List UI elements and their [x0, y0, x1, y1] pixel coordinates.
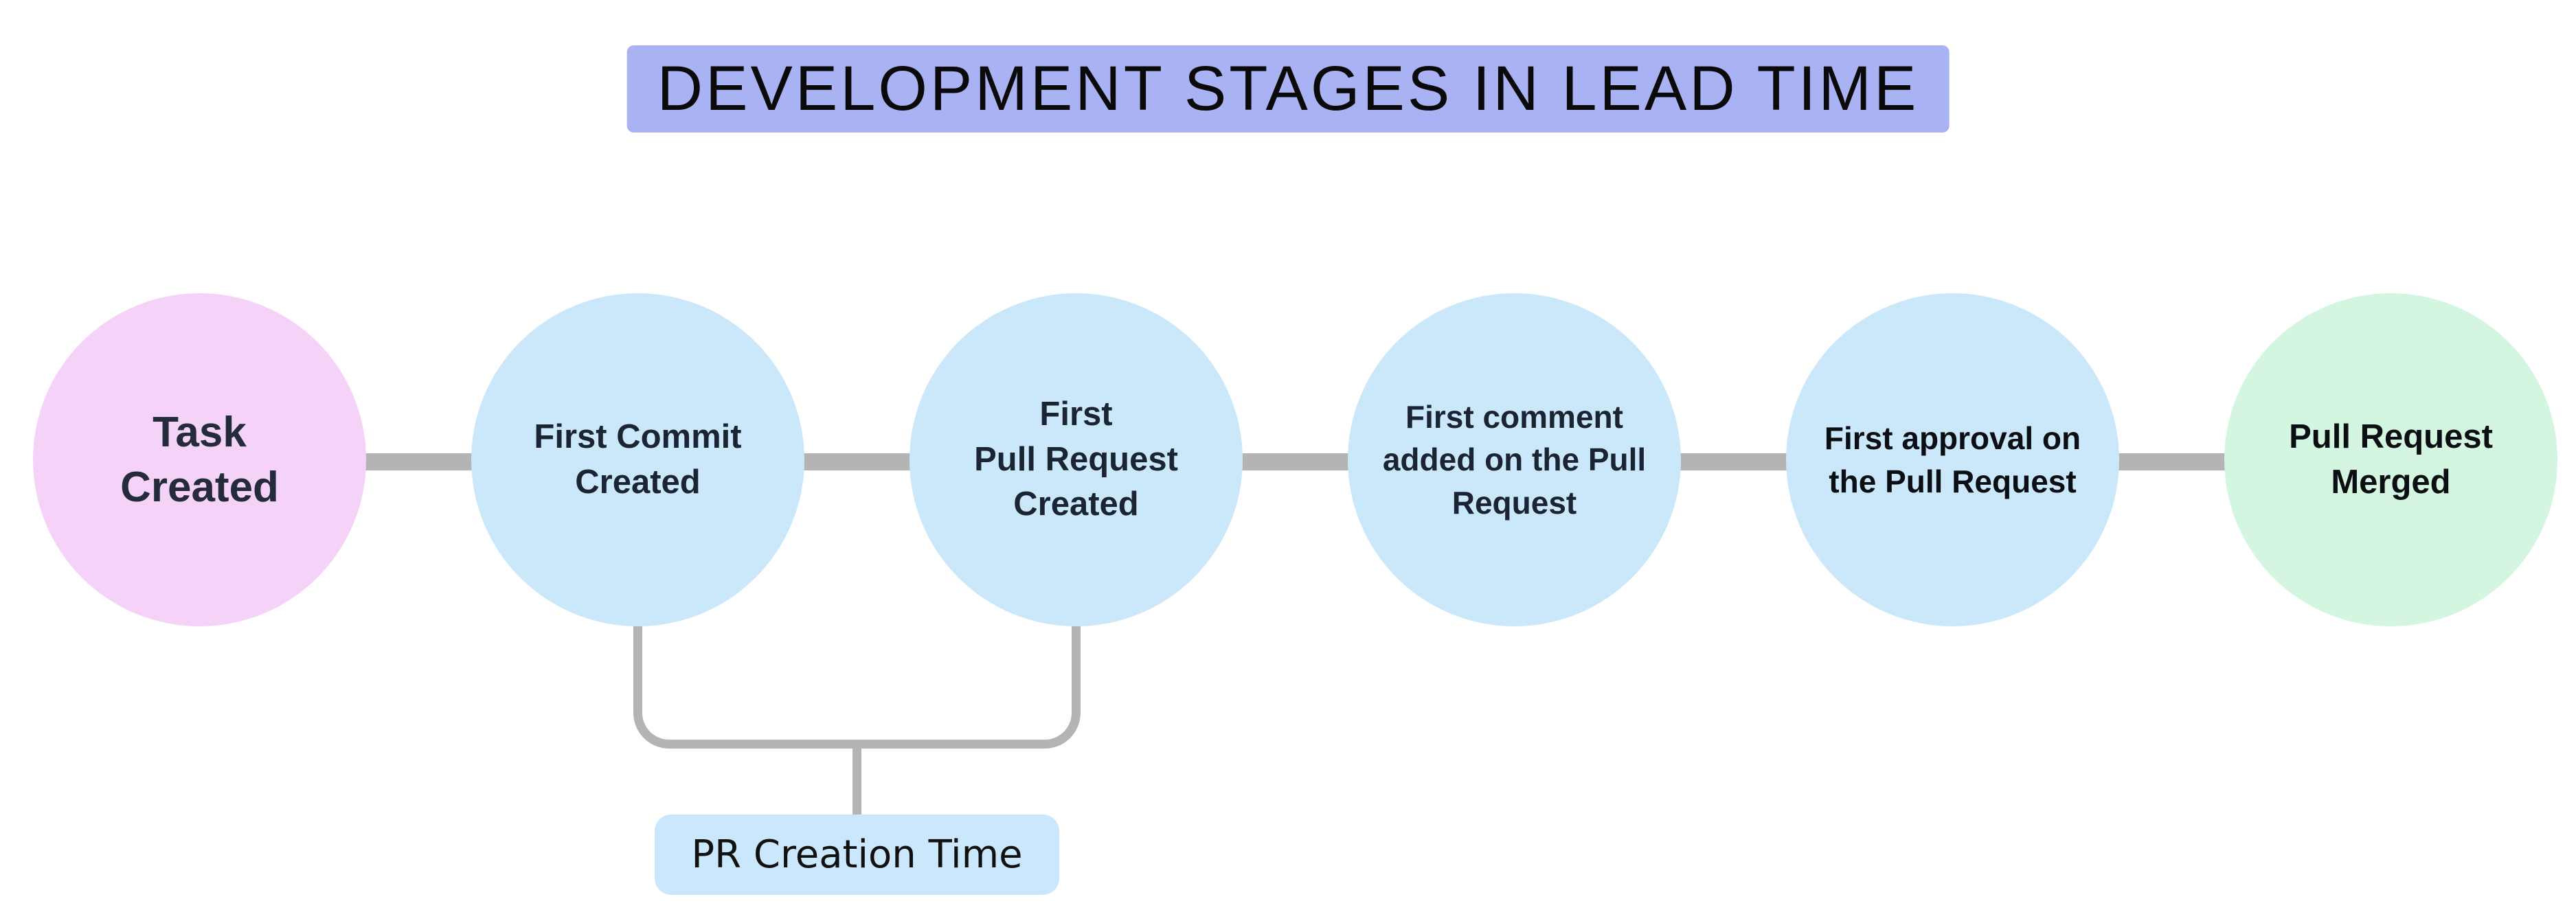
- stage-label: Pull Request Merged: [2289, 418, 2493, 501]
- stage-label: First Commit Created: [534, 418, 742, 501]
- stage-label: First Pull Request Created: [974, 396, 1178, 523]
- stage-label: Task Created: [120, 409, 279, 511]
- stage-first-pull-request-created: First Pull Request Created: [909, 293, 1243, 626]
- diagram-title: DEVELOPMENT STAGES IN LEAD TIME: [626, 45, 1950, 133]
- pr-creation-bracket-stem: [852, 742, 861, 816]
- pr-creation-bracket: [633, 617, 1081, 749]
- stage-task-created: Task Created: [33, 293, 366, 626]
- stage-row: Task Created First Commit Created First …: [0, 293, 2576, 626]
- stage-first-commit-created: First Commit Created: [471, 293, 804, 626]
- stage-first-approval: First approval on the Pull Request: [1786, 293, 2119, 626]
- stage-first-comment-added: First comment added on the Pull Request: [1348, 293, 1681, 626]
- stage-pull-request-merged: Pull Request Merged: [2224, 293, 2557, 626]
- annotation-text: PR Creation Time: [691, 832, 1023, 877]
- stage-label: First approval on the Pull Request: [1824, 420, 2081, 499]
- stage-label: First comment added on the Pull Request: [1382, 398, 1647, 521]
- pr-creation-time-label: PR Creation Time: [655, 814, 1059, 895]
